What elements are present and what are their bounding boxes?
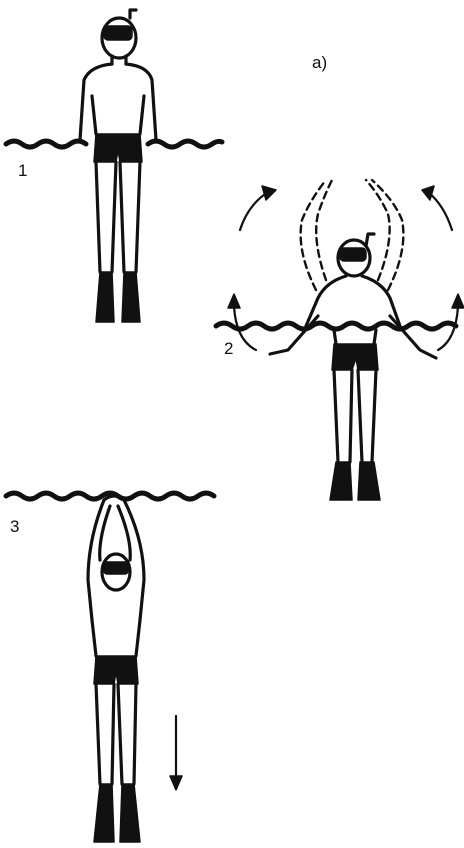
stage-1-number: 1	[18, 161, 27, 180]
fin-icon	[122, 272, 140, 322]
fin-icon	[358, 462, 380, 500]
fin-icon	[330, 462, 352, 500]
fin-icon	[94, 784, 114, 842]
stage-3-number: 3	[10, 517, 19, 536]
rotation-arrow-icon	[428, 192, 452, 230]
stage-3-diver: 3	[6, 493, 214, 842]
rotation-arrow-icon	[240, 192, 268, 230]
snorkel-mask-icon	[102, 554, 130, 590]
stage-1-diver: 1	[6, 10, 222, 322]
figure-caption: a)	[312, 53, 327, 72]
snorkel-mask-icon	[102, 10, 136, 58]
stage-2-water-surface	[216, 323, 456, 329]
stage-2-number: 2	[224, 339, 233, 358]
fin-icon	[120, 784, 140, 842]
snorkel-mask-icon	[338, 234, 374, 276]
stage-2-diver: 2	[216, 180, 464, 500]
raised-arm-path-left-inner	[316, 180, 332, 280]
raised-arm-path-right	[372, 180, 403, 290]
raised-arm-path-left	[301, 180, 326, 290]
fin-icon	[96, 272, 114, 322]
